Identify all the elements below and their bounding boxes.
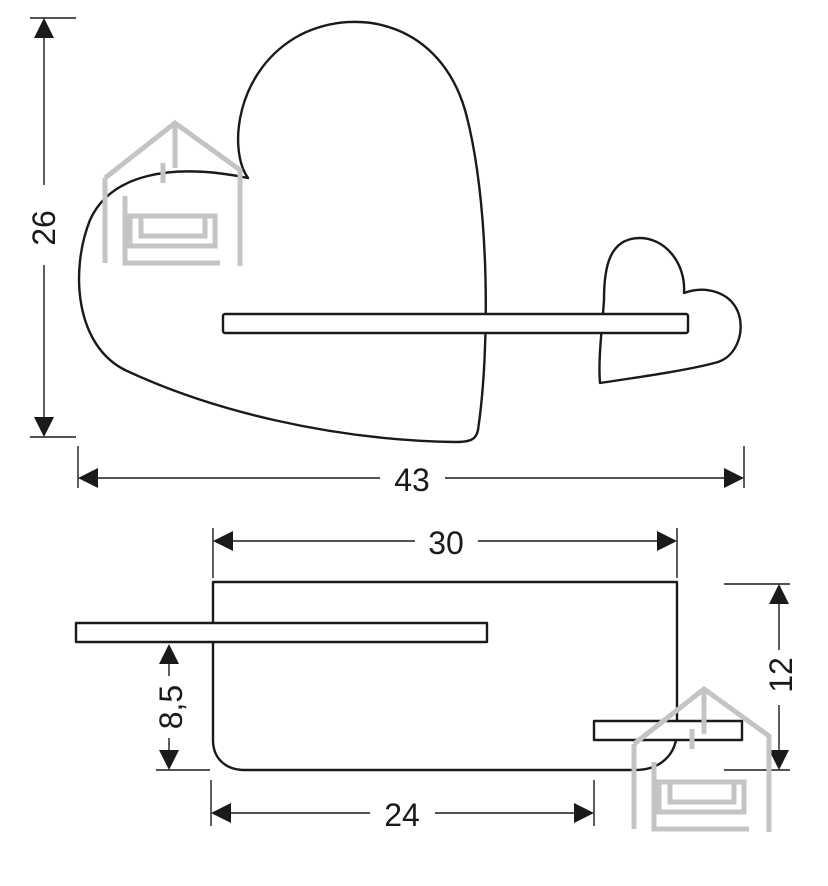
dim-43-arrow-right [724, 468, 744, 488]
dim-24-label: 24 [384, 797, 420, 833]
side-short-shelf [592, 719, 744, 742]
watermark-logo-top [102, 119, 243, 266]
front-view: 26 43 [26, 17, 745, 498]
watermark-logo-bottom [631, 685, 772, 832]
watermark-sofa-icon-2 [656, 729, 747, 815]
watermark-house-icon [102, 119, 243, 266]
dim-85-label: 8,5 [153, 685, 189, 729]
small-heart-outline [598, 236, 742, 385]
dim-26-label: 26 [26, 210, 62, 246]
dim-30-arrow-left [213, 531, 233, 551]
large-heart-outline [77, 20, 488, 444]
dim-24-arrow-left [211, 803, 231, 823]
dim-85-arrow-top [159, 644, 179, 664]
dim-30-label: 30 [428, 525, 464, 561]
front-shelf [221, 312, 690, 335]
watermark-house-icon-2 [631, 685, 772, 832]
dim-24-arrow-right [574, 803, 594, 823]
side-long-shelf [74, 621, 489, 644]
watermark-sofa-icon [127, 163, 218, 249]
side-view: 30 12 8,5 24 [74, 525, 799, 833]
side-body-outline [211, 580, 679, 772]
dim-43-label: 43 [394, 462, 430, 498]
dim-12-arrow-bottom [769, 750, 789, 770]
dim-12-label: 12 [763, 657, 799, 693]
dim-26-arrow-bottom [34, 417, 54, 437]
dim-43-arrow-left [78, 468, 98, 488]
dim-30-arrow-right [657, 531, 677, 551]
dim-12-arrow-top [769, 584, 789, 604]
dim-85-arrow-bottom [159, 750, 179, 770]
dim-26-arrow-top [34, 18, 54, 38]
